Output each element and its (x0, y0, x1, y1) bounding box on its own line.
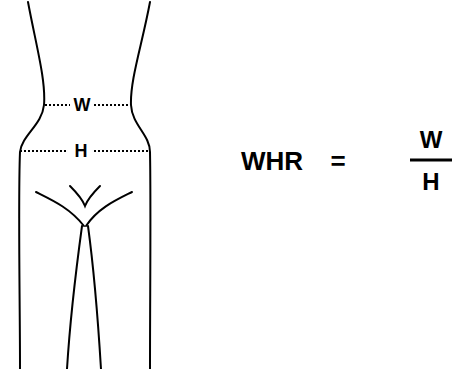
hip-label: H (75, 142, 88, 160)
waist-dotted-line (94, 104, 130, 106)
formula-name: WHR (241, 148, 303, 174)
waist-dotted-line (45, 104, 70, 106)
fraction-numerator: W (420, 128, 443, 152)
pelvis-mark (70, 186, 100, 206)
left-body-outline (19, 2, 44, 369)
fraction-bar (410, 159, 452, 162)
fraction-denominator: H (422, 170, 439, 194)
hip-dotted-line (94, 150, 149, 152)
right-groin-line (86, 192, 132, 226)
left-groin-line (36, 192, 84, 226)
left-inner-leg (67, 226, 82, 369)
right-inner-leg (88, 226, 101, 369)
hip-dotted-line (20, 150, 68, 152)
waist-label: W (74, 96, 91, 114)
equals-sign: = (330, 148, 345, 174)
right-body-outline (131, 2, 151, 369)
